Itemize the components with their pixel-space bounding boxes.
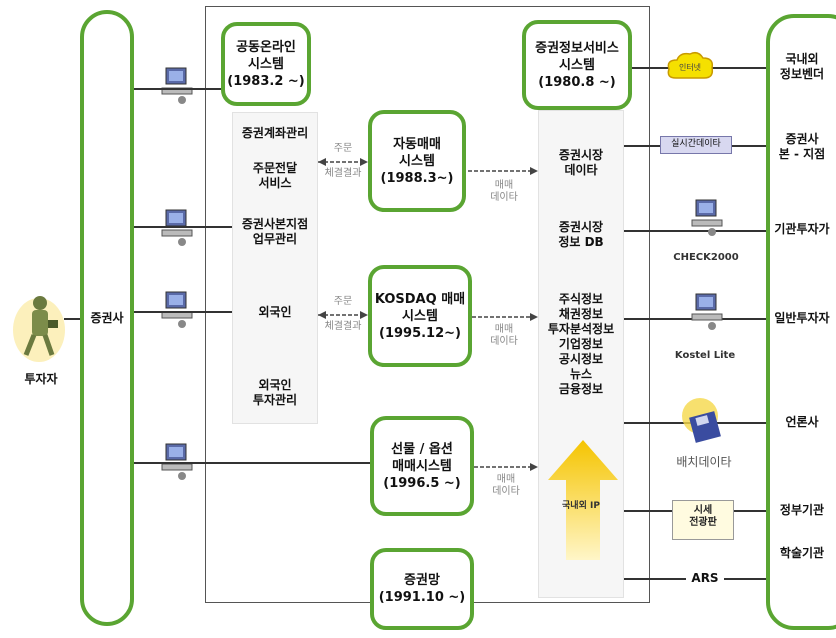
realtime-data-box: 실시간데이타: [660, 136, 732, 154]
trade-data-arrow: [468, 167, 538, 175]
order-label: 주문: [333, 143, 353, 154]
left-panel-item: 주문전달 서비스: [252, 161, 298, 190]
system-name: 시스템: [399, 153, 435, 169]
check2000-pc-icon: [690, 198, 724, 238]
pc-icon: [160, 208, 194, 248]
left-panel-item: 증권계좌관리: [241, 126, 309, 140]
system-name: 시스템: [402, 308, 438, 324]
futures-system-box[interactable]: 선물 / 옵션 매매시스템 (1996.5 ~): [370, 416, 474, 516]
connector-line: [134, 462, 370, 464]
system-name: 매매시스템: [392, 458, 452, 474]
auto-trading-system-box[interactable]: 자동매매 시스템 (1988.3~): [368, 110, 466, 212]
system-name: KOSDAQ 매매: [374, 291, 466, 307]
check2000-label: CHECK2000: [673, 252, 739, 263]
joint-online-system-box[interactable]: 공동온라인 시스템 (1983.2 ~): [221, 22, 311, 106]
order-label: 주문: [333, 296, 353, 307]
recipient-label: 증권사 본 - 지점: [778, 132, 826, 161]
right-panel-item: 증권시장 정보 DB: [558, 220, 604, 249]
batch-disk-icon: [678, 396, 728, 448]
system-name: 시스템: [248, 56, 284, 72]
connector-line: [64, 318, 80, 320]
connector-line: [624, 230, 766, 232]
order-arrow: [318, 158, 368, 166]
network-system-box[interactable]: 증권망 (1991.10 ~): [370, 548, 474, 630]
system-name: 선물 / 옵션: [391, 441, 453, 457]
connector-line: [134, 88, 224, 90]
trade-data-arrow: [474, 463, 538, 471]
result-label: 체결결과: [324, 321, 362, 332]
system-name: 자동매매: [393, 136, 441, 152]
right-panel-item: 증권시장 데이타: [558, 148, 604, 177]
realtime-label: 실시간데이타: [671, 139, 721, 149]
order-arrow: [318, 311, 368, 319]
trade-data-label: 매매 데이타: [490, 324, 518, 347]
quote-board-box: [672, 500, 734, 540]
recipient-label: 학술기관: [779, 546, 825, 560]
system-date: (1991.10 ~): [378, 590, 466, 605]
system-name: 증권정보서비스: [535, 40, 619, 56]
system-date: (1995.12~): [379, 325, 461, 341]
kostel-pc-icon: [690, 292, 724, 332]
left-panel-item: 증권사본지점 업무관리: [241, 217, 309, 246]
info-service-system-box[interactable]: 증권정보서비스 시스템 (1980.8 ~): [522, 20, 632, 110]
investor-label: 투자자: [24, 372, 58, 386]
kostel-label: Kostel Lite: [674, 350, 736, 361]
system-name: 증권망: [404, 573, 440, 588]
securities-firm-box[interactable]: 증권사: [80, 10, 134, 626]
right-panel-item: 주식정보 채권정보 투자분석정보 기업정보 공시정보 뉴스 금융정보: [547, 292, 615, 396]
system-name: 시스템: [559, 57, 595, 73]
trade-data-arrow: [472, 313, 538, 321]
result-label: 체결결과: [324, 168, 362, 179]
kosdaq-system-box[interactable]: KOSDAQ 매매 시스템 (1995.12~): [368, 265, 472, 367]
ars-label: ARS: [691, 571, 719, 585]
recipients-box[interactable]: [766, 14, 836, 630]
batch-data-label: 배치데이타: [676, 455, 732, 469]
recipient-label: 기관투자가: [774, 222, 830, 236]
left-service-panel: [232, 112, 318, 424]
trade-data-label: 매매 데이타: [492, 474, 520, 497]
investor-figure: [12, 285, 67, 370]
left-panel-item: 외국인 투자관리: [252, 378, 298, 407]
connector-line: [134, 226, 232, 228]
pc-icon: [160, 290, 194, 330]
internet-label: 인터넷: [678, 63, 702, 72]
pc-icon: [160, 66, 194, 106]
left-panel-item: 외국인: [258, 305, 292, 319]
securities-firm-label: 증권사: [90, 310, 124, 325]
system-date: (1983.2 ~): [227, 73, 305, 89]
domestic-ip-label: 국내외 IP: [562, 501, 600, 511]
connector-line: [134, 311, 232, 313]
recipient-label: 일반투자자: [774, 311, 830, 325]
system-date: (1980.8 ~): [538, 74, 616, 90]
trade-data-label: 매매 데이타: [490, 180, 518, 203]
system-date: (1996.5 ~): [383, 475, 461, 491]
internet-cloud-icon: [666, 50, 714, 86]
recipient-label: 국내외 정보벤더: [779, 52, 825, 81]
ars-bg: [686, 570, 724, 586]
domestic-ip-arrow: [548, 440, 618, 560]
system-name: 공동온라인: [236, 39, 296, 55]
pc-icon: [160, 442, 194, 482]
quote-board-label: 시세 전광판: [689, 505, 717, 528]
recipient-label: 언론사: [785, 415, 819, 429]
system-date: (1988.3~): [380, 170, 454, 186]
recipient-label: 정부기관: [779, 503, 825, 517]
